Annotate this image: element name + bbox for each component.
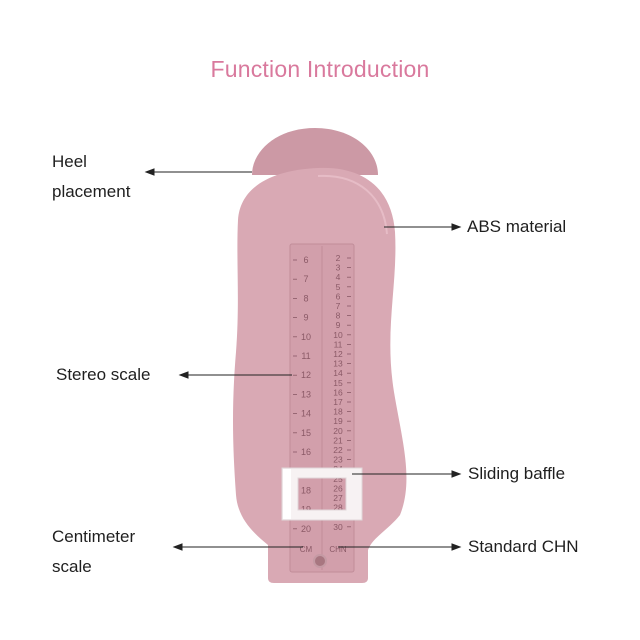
- cm-unit-label: CM: [300, 545, 313, 554]
- cm-tick-label: 6: [303, 255, 308, 265]
- chn-unit-label: CHN: [329, 545, 347, 554]
- label-centimeter-line1: Centimeter: [52, 527, 136, 546]
- cm-tick-label: 15: [301, 428, 311, 438]
- chn-tick-label: 3: [336, 263, 341, 273]
- cm-tick-label: 13: [301, 389, 311, 399]
- label-centimeter-line2: scale: [52, 557, 92, 576]
- cm-tick-label: 16: [301, 447, 311, 457]
- label-stereo-scale: Stereo scale: [56, 365, 151, 384]
- cm-tick-label: 9: [303, 313, 308, 323]
- chn-tick-label: 23: [333, 455, 343, 465]
- chn-tick-label: 25: [333, 474, 343, 484]
- chn-tick-label: 26: [333, 483, 343, 493]
- chn-tick-label: 12: [333, 349, 343, 359]
- label-standard-chn: Standard CHN: [468, 537, 579, 556]
- cm-tick-label: 10: [301, 332, 311, 342]
- chn-tick-label: 10: [333, 330, 343, 340]
- chn-tick-label: 14: [333, 368, 343, 378]
- chn-tick-label: 20: [333, 426, 343, 436]
- heel-cup: [252, 128, 378, 175]
- chn-tick-label: 7: [336, 301, 341, 311]
- cm-tick-label: 18: [301, 485, 311, 495]
- page-title: Function Introduction: [210, 56, 430, 82]
- chn-tick-label: 17: [333, 397, 343, 407]
- chn-tick-label: 11: [334, 339, 343, 349]
- chn-tick-label: 9: [336, 320, 341, 330]
- chn-tick-label: 30: [333, 522, 343, 532]
- chn-tick-label: 8: [336, 311, 341, 321]
- pointer-arrows: [144, 168, 462, 551]
- chn-tick-label: 4: [336, 272, 341, 282]
- chn-tick-label: 15: [333, 378, 343, 388]
- chn-tick-label: 21: [333, 435, 343, 445]
- chn-tick-label: 28: [333, 503, 343, 513]
- label-sliding-baffle: Sliding baffle: [468, 464, 566, 483]
- label-heel-line2: placement: [52, 182, 131, 201]
- hanging-hole: [313, 554, 327, 568]
- label-heel-placement: Heel placement: [52, 147, 130, 207]
- cm-tick-label: 12: [301, 370, 311, 380]
- label-centimeter-scale: Centimeter scale: [52, 522, 135, 582]
- cm-tick-label: 11: [301, 351, 310, 361]
- cm-tick-label: 14: [301, 409, 311, 419]
- chn-tick-label: 5: [336, 282, 341, 292]
- chn-tick-marks: 2345678910111213141516171819202122232425…: [333, 253, 351, 532]
- cm-tick-label: 7: [303, 274, 308, 284]
- chn-tick-label: 22: [333, 445, 343, 455]
- chn-tick-label: 19: [333, 416, 343, 426]
- chn-tick-label: 2: [336, 253, 341, 263]
- chn-tick-label: 16: [333, 387, 343, 397]
- cm-tick-label: 8: [303, 293, 308, 303]
- chn-tick-label: 6: [336, 291, 341, 301]
- chn-tick-label: 13: [333, 359, 343, 369]
- sliding-baffle[interactable]: [281, 467, 363, 521]
- label-abs-material: ABS material: [467, 217, 567, 236]
- cm-tick-label: 20: [301, 524, 311, 534]
- chn-tick-label: 18: [333, 407, 343, 417]
- label-heel-line1: Heel: [52, 152, 87, 171]
- device-rim: [317, 174, 388, 235]
- chn-tick-label: 27: [333, 493, 343, 503]
